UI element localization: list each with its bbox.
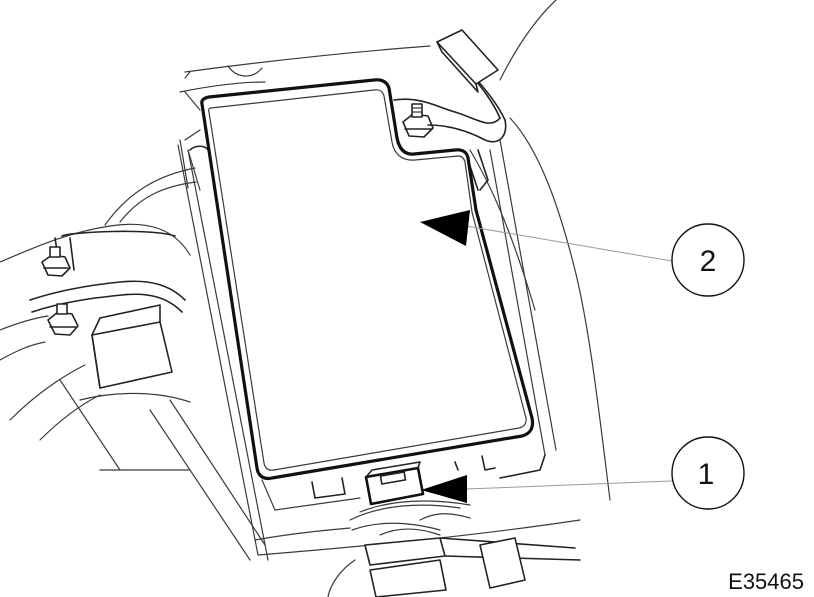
- fuse-box-cover: [200, 78, 535, 481]
- background-structure-left: [0, 167, 266, 561]
- hex-nut-upper: [41, 246, 71, 277]
- fuse-box-housing: [177, 129, 581, 561]
- ground-cable: [393, 29, 507, 143]
- lower-clips-and-harness: [311, 455, 581, 597]
- leader-1: [421, 475, 673, 503]
- figure-reference: E35465: [728, 569, 804, 594]
- callout-1: 1: [671, 436, 745, 510]
- cover-release-clip: [364, 461, 425, 506]
- relay-block: [91, 304, 173, 389]
- leader-2: [420, 210, 673, 262]
- callout-2: 2: [671, 223, 745, 297]
- hex-nut-lower: [47, 303, 79, 336]
- callout-1-number: 1: [698, 458, 715, 491]
- callout-2-number: 2: [700, 245, 717, 278]
- earth-stud-nut: [402, 103, 434, 138]
- background-structure-top: [179, 0, 611, 501]
